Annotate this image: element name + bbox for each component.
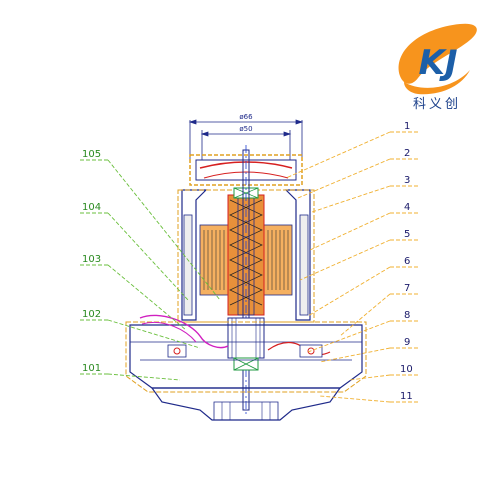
brush-left — [167, 344, 187, 358]
logo-letters: KJ — [419, 43, 458, 83]
right-callouts: 1 2 3 4 5 6 7 8 9 10 11 — [400, 121, 413, 402]
callout-7: 7 — [404, 283, 410, 294]
callout-10: 10 — [400, 364, 413, 375]
company-name: 科义创 — [413, 97, 461, 112]
callout-3: 3 — [404, 175, 410, 186]
left-callouts: 105 104 103 102 101 — [82, 149, 101, 374]
callout-1: 1 — [404, 121, 410, 132]
stator — [199, 224, 293, 296]
motor-body — [125, 145, 367, 421]
callout-104: 104 — [82, 202, 101, 213]
callout-101: 101 — [82, 363, 101, 374]
callout-102: 102 — [82, 309, 101, 320]
callout-9: 9 — [404, 337, 410, 348]
callout-2: 2 — [404, 148, 410, 159]
callout-105: 105 — [82, 149, 101, 160]
callout-8: 8 — [404, 310, 410, 321]
callout-5: 5 — [404, 229, 410, 240]
dimension-lines — [188, 119, 304, 160]
left-leader-lines — [80, 159, 221, 381]
callout-6: 6 — [404, 256, 410, 267]
company-logo: KJ 科义创 — [398, 23, 477, 112]
logo-swoosh-lower-icon — [404, 70, 470, 95]
logo-swoosh-icon — [398, 23, 477, 84]
callout-103: 103 — [82, 254, 101, 265]
lead-wire-left — [139, 314, 229, 349]
dimension-outer-diameter: ø66 — [239, 113, 253, 121]
fan-housing — [150, 387, 342, 421]
dimension-inner-diameter: ø50 — [239, 125, 252, 133]
callout-11: 11 — [400, 391, 413, 402]
right-leader-lines — [285, 131, 420, 403]
callout-4: 4 — [404, 202, 410, 213]
